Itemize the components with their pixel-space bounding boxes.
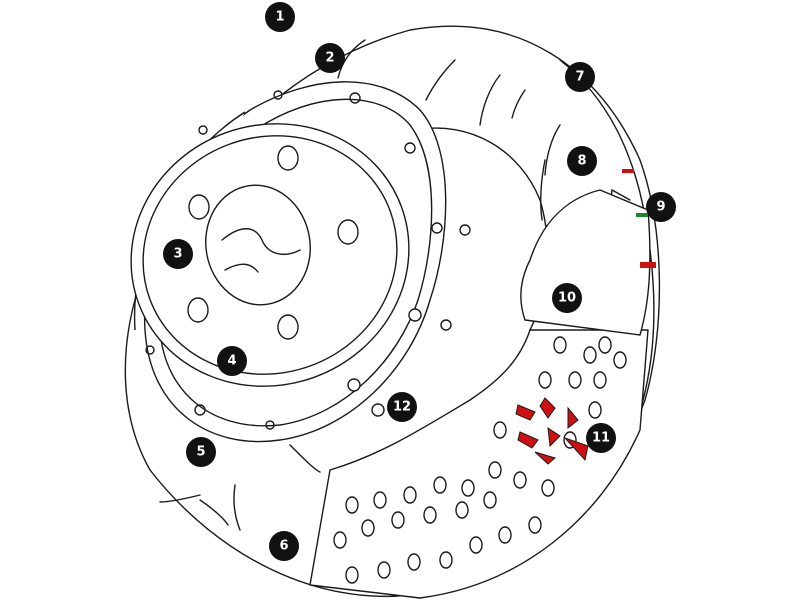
callout-7-label: 7 xyxy=(575,70,584,85)
bell-flange-notches xyxy=(145,90,416,430)
callout-1: 1 xyxy=(265,2,295,32)
callout-10: 10 xyxy=(552,283,582,313)
callout-9-label: 9 xyxy=(656,200,665,215)
edge-color-marks xyxy=(622,169,656,268)
callout-3: 3 xyxy=(163,239,193,269)
wheel-bolt-holes xyxy=(187,145,359,340)
connection-bolts xyxy=(347,222,471,417)
callout-11: 11 xyxy=(586,423,616,453)
callout-8: 8 xyxy=(567,146,597,176)
callout-8-label: 8 xyxy=(577,154,586,169)
disc-cutaway-section xyxy=(309,329,649,599)
callout-4-label: 4 xyxy=(227,354,236,369)
callout-12: 12 xyxy=(387,392,417,422)
callout-1-label: 1 xyxy=(275,10,284,25)
callout-12-label: 12 xyxy=(393,400,411,415)
callout-11-label: 11 xyxy=(592,431,610,446)
callout-5-label: 5 xyxy=(196,445,205,460)
mounting-bell-hat xyxy=(130,81,447,443)
callout-2: 2 xyxy=(315,43,345,73)
cooling-vane-holes xyxy=(333,336,627,584)
callout-4: 4 xyxy=(217,346,247,376)
callout-7: 7 xyxy=(565,62,595,92)
callout-6: 6 xyxy=(269,531,299,561)
callout-9: 9 xyxy=(646,192,676,222)
callout-2-label: 2 xyxy=(325,51,334,66)
callout-3-label: 3 xyxy=(173,247,182,262)
callout-5: 5 xyxy=(186,437,216,467)
callout-10-label: 10 xyxy=(558,291,576,306)
highlighted-vanes-red xyxy=(515,397,589,465)
callout-6-label: 6 xyxy=(279,539,288,554)
